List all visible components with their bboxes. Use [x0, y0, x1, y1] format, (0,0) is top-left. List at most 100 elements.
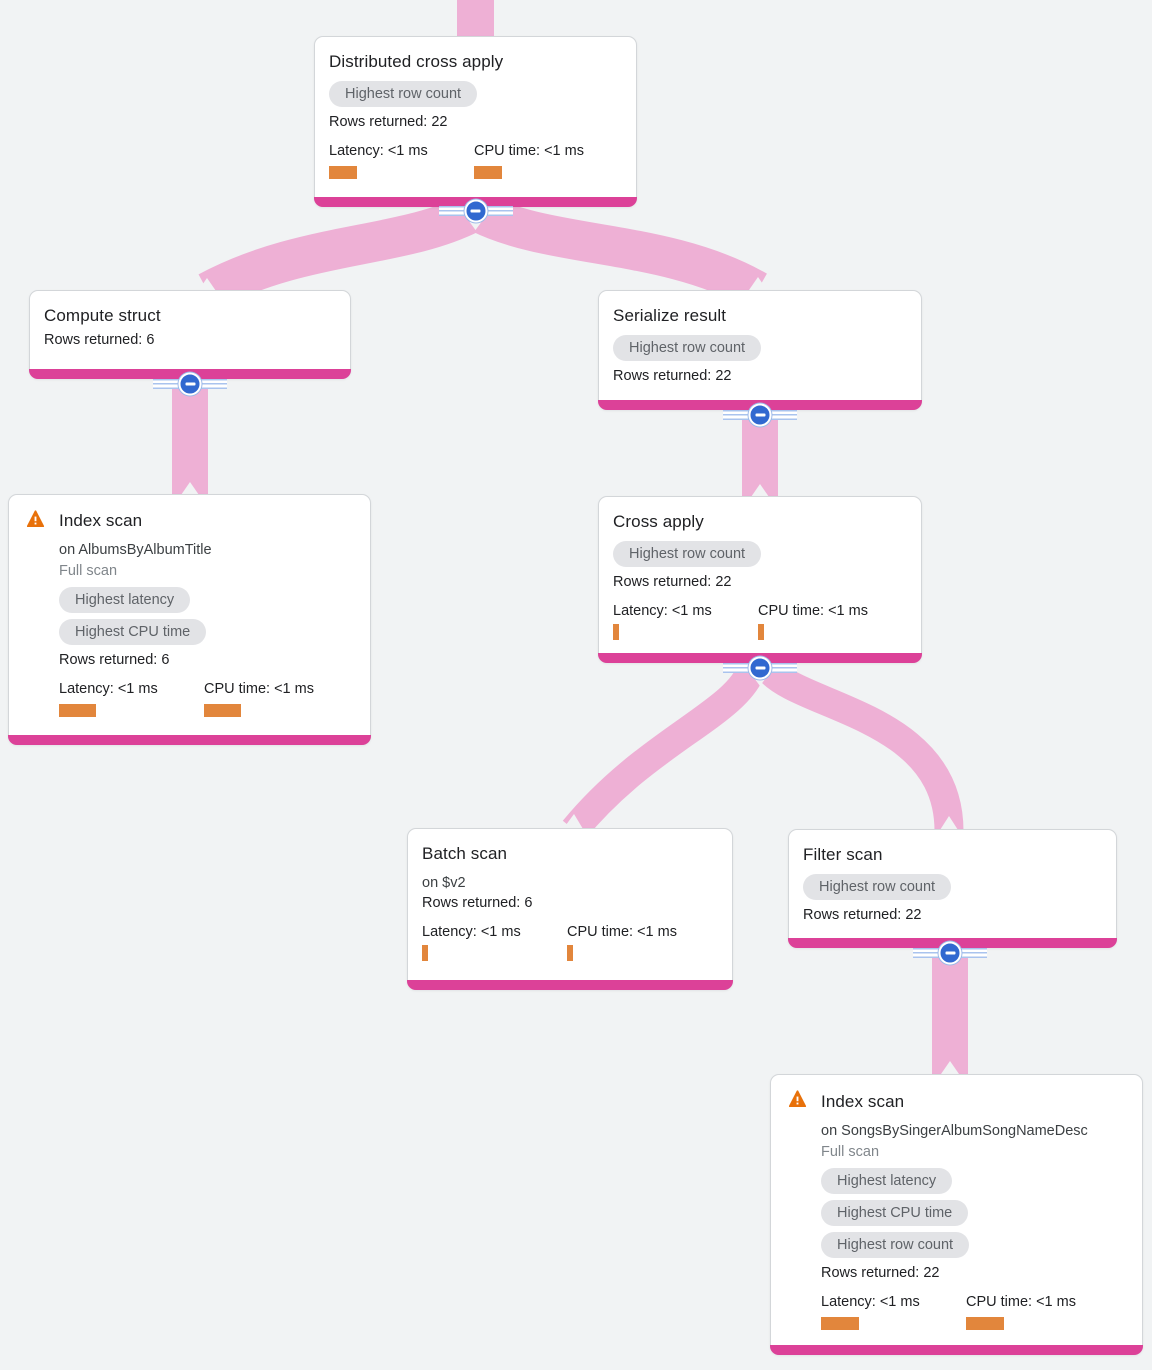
rows-returned: Rows returned: 22 — [613, 368, 732, 384]
rows-returned: Rows returned: 22 — [821, 1265, 940, 1281]
cpu-time-stat: CPU time: <1 ms — [204, 680, 349, 717]
cpu-time-stat: CPU time: <1 ms — [966, 1293, 1111, 1330]
rows-returned: Rows returned: 22 — [613, 574, 732, 590]
minus-icon — [185, 382, 195, 386]
edge-cross-apply-to-batch-scan — [562, 662, 766, 840]
highest-row-count-badge: Highest row count — [803, 874, 952, 900]
cpu-time-label: CPU time: <1 ms — [474, 143, 584, 159]
latency-bar — [821, 1317, 859, 1330]
edge-notch — [940, 816, 958, 830]
cpu-time-label: CPU time: <1 ms — [567, 924, 677, 940]
highest-latency-badge: Highest latency — [59, 587, 191, 613]
latency-label: Latency: <1 ms — [422, 924, 521, 940]
scan-target: on AlbumsByAlbumTitle — [59, 542, 212, 558]
edge-notch — [563, 814, 583, 829]
rows-returned: Rows returned: 6 — [59, 652, 170, 668]
edge-notch — [198, 278, 216, 291]
minus-icon — [755, 666, 765, 670]
node-serialize-result[interactable]: Serialize result Highest row count Rows … — [598, 290, 922, 410]
latency-label: Latency: <1 ms — [613, 603, 712, 619]
node-compute-struct[interactable]: Compute struct Rows returned: 6 — [29, 290, 351, 379]
collapse-button-cross-apply[interactable] — [723, 655, 797, 681]
stats-row: Latency: <1 ms CPU time: <1 ms — [613, 602, 907, 640]
node-index-scan-songs[interactable]: Index scan on SongsBySingerAlbumSongName… — [770, 1074, 1143, 1355]
warning-icon — [788, 1090, 807, 1107]
cpu-time-bar — [567, 945, 573, 961]
cpu-time-bar — [966, 1317, 1004, 1330]
edge-distributed-to-compute-struct — [198, 194, 481, 310]
latency-bar — [422, 945, 428, 961]
rows-returned: Rows returned: 6 — [44, 332, 155, 348]
cpu-time-label: CPU time: <1 ms — [204, 681, 314, 697]
latency-label: Latency: <1 ms — [59, 681, 158, 697]
scan-target: on $v2 — [422, 875, 466, 891]
critical-path-bar — [8, 735, 371, 745]
collapse-button-serialize-result[interactable] — [723, 402, 797, 428]
stats-row: Latency: <1 ms CPU time: <1 ms — [821, 1293, 1128, 1330]
highest-cpu-time-badge: Highest CPU time — [59, 619, 207, 645]
rows-returned: Rows returned: 22 — [803, 907, 922, 923]
collapse-minus-icon[interactable] — [748, 656, 772, 680]
node-title: Distributed cross apply — [329, 52, 504, 71]
collapse-minus-icon[interactable] — [464, 199, 487, 223]
latency-label: Latency: <1 ms — [821, 1294, 920, 1310]
edge-notch — [749, 277, 767, 290]
rows-returned: Rows returned: 22 — [329, 114, 448, 130]
edge-cross-apply-to-filter-scan — [756, 658, 964, 832]
critical-path-bar — [770, 1345, 1143, 1355]
edge-notch — [181, 482, 199, 495]
scan-target: on SongsBySingerAlbumSongNameDesc — [821, 1123, 1088, 1139]
highest-row-count-badge: Highest row count — [821, 1232, 970, 1258]
node-batch-scan[interactable]: Batch scan on $v2 Rows returned: 6 Laten… — [407, 828, 733, 990]
highest-row-count-badge: Highest row count — [613, 335, 762, 361]
rows-returned: Rows returned: 6 — [422, 895, 533, 911]
cpu-time-stat: CPU time: <1 ms — [758, 602, 903, 640]
node-distributed-cross-apply[interactable]: Distributed cross apply Highest row coun… — [314, 36, 637, 207]
minus-icon — [945, 951, 955, 955]
collapse-minus-icon[interactable] — [178, 372, 202, 396]
collapse-minus-icon[interactable] — [748, 403, 772, 427]
node-title: Index scan — [59, 511, 143, 530]
cpu-time-stat: CPU time: <1 ms — [474, 142, 619, 179]
collapse-button-filter-scan[interactable] — [913, 940, 987, 966]
cpu-time-bar — [474, 166, 502, 179]
cpu-time-stat: CPU time: <1 ms — [567, 923, 712, 961]
cpu-time-bar — [758, 624, 764, 640]
minus-icon — [470, 209, 481, 213]
latency-bar — [613, 624, 619, 640]
node-title: Compute struct — [44, 306, 161, 325]
node-title: Cross apply — [613, 512, 704, 531]
cpu-time-label: CPU time: <1 ms — [758, 603, 868, 619]
node-title: Batch scan — [422, 844, 508, 863]
node-cross-apply[interactable]: Cross apply Highest row count Rows retur… — [598, 496, 922, 663]
critical-path-bar — [407, 980, 733, 990]
highest-latency-badge: Highest latency — [821, 1168, 953, 1194]
highest-cpu-time-badge: Highest CPU time — [821, 1200, 969, 1226]
latency-bar — [329, 166, 357, 179]
node-title: Index scan — [821, 1092, 905, 1111]
latency-stat: Latency: <1 ms — [329, 142, 474, 179]
stats-row: Latency: <1 ms CPU time: <1 ms — [422, 923, 718, 961]
latency-stat: Latency: <1 ms — [821, 1293, 966, 1330]
node-title: Filter scan — [803, 845, 883, 864]
edge-distributed-to-serialize-result — [471, 194, 767, 309]
latency-stat: Latency: <1 ms — [59, 680, 204, 717]
node-title: Serialize result — [613, 306, 727, 325]
latency-stat: Latency: <1 ms — [422, 923, 567, 961]
latency-bar — [59, 704, 96, 717]
stats-row: Latency: <1 ms CPU time: <1 ms — [59, 680, 356, 717]
edge-notch — [941, 1061, 959, 1074]
node-filter-scan[interactable]: Filter scan Highest row count Rows retur… — [788, 829, 1117, 948]
stats-row: Latency: <1 ms CPU time: <1 ms — [329, 142, 622, 179]
collapse-minus-icon[interactable] — [938, 941, 962, 965]
latency-stat: Latency: <1 ms — [613, 602, 758, 640]
highest-row-count-badge: Highest row count — [613, 541, 762, 567]
node-index-scan-albums[interactable]: Index scan on AlbumsByAlbumTitle Full sc… — [8, 494, 371, 745]
latency-label: Latency: <1 ms — [329, 143, 428, 159]
cpu-time-label: CPU time: <1 ms — [966, 1294, 1076, 1310]
scan-type-label: Full scan — [59, 563, 118, 579]
collapse-button-compute-struct[interactable] — [153, 371, 227, 397]
collapse-button-distributed-cross-apply[interactable] — [438, 198, 513, 224]
